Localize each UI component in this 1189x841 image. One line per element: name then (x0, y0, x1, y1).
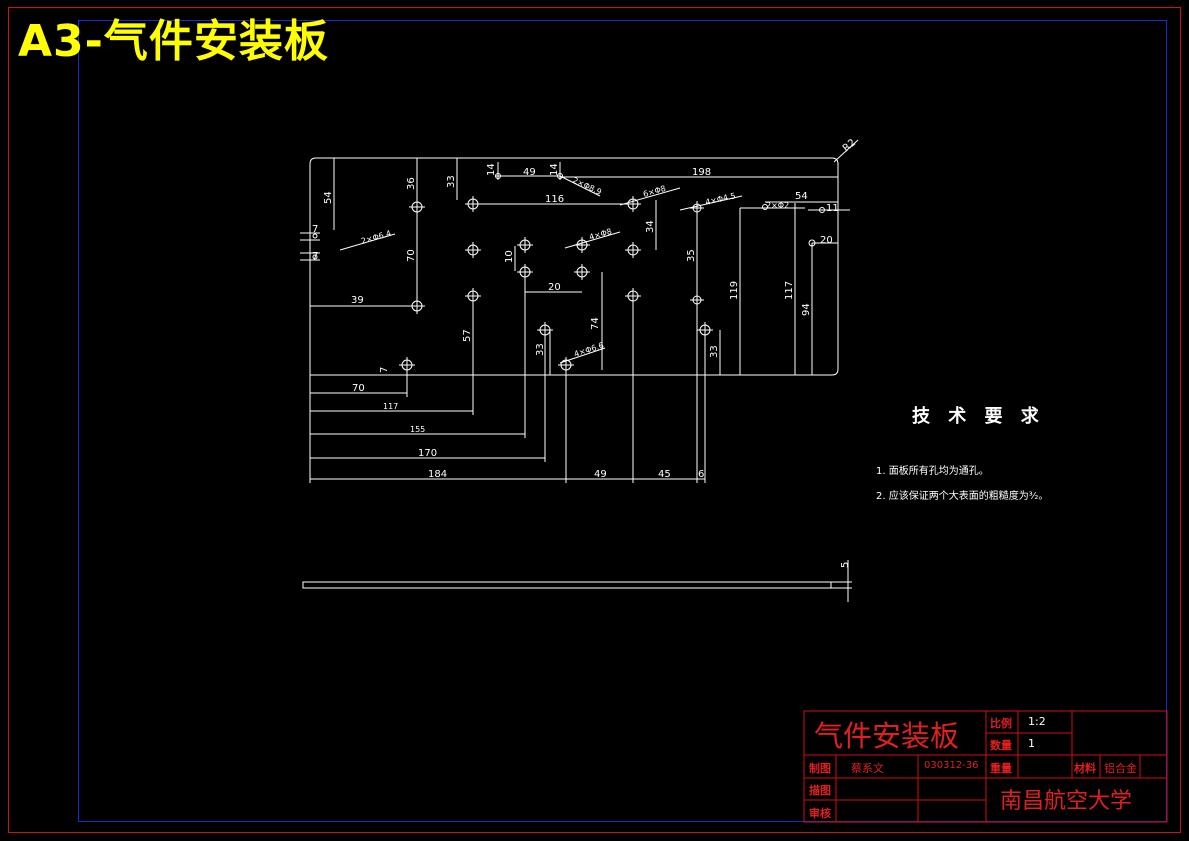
hole (465, 288, 481, 304)
hole (409, 298, 425, 314)
plate-outline (309, 157, 839, 376)
hole (557, 173, 563, 179)
dim-text: 6 (698, 469, 704, 480)
dim-text: 116 (545, 194, 564, 205)
dim-text: 155 (410, 425, 425, 434)
scale-value: 1:2 (1028, 715, 1046, 728)
dim-text: 54 (795, 191, 808, 202)
dim-text: 70 (406, 249, 417, 262)
sheet-title: A3-气件安装板 (18, 16, 329, 67)
hole (690, 201, 704, 215)
hole (537, 322, 553, 338)
dim-text: 117 (784, 281, 795, 300)
drawing-number: 030312-36 (924, 760, 979, 771)
checked-label: 审核 (809, 807, 831, 820)
dim-text: 70 (352, 383, 365, 394)
hole-callout: 4×Φ6.6 (573, 341, 605, 359)
drawn-by: 蔡系文 (851, 762, 884, 775)
material-label: 材料 (1074, 762, 1096, 775)
traced-label: 描图 (809, 784, 831, 797)
dim-text: 33 (535, 343, 546, 356)
dim-text: 184 (428, 469, 447, 480)
dim-text: 57 (462, 329, 473, 342)
dim-text: 34 (645, 220, 656, 233)
hole (517, 237, 533, 253)
dim-text: 33 (709, 345, 720, 358)
dim-text: 49 (523, 167, 536, 178)
dim-text: 74 (590, 317, 601, 330)
dim-text: 36 (406, 177, 417, 190)
qty-label: 数量 (990, 739, 1012, 752)
dim-text: 14 (486, 163, 497, 176)
hole (625, 242, 641, 258)
hole-callout: 2×Φ8.9 (571, 176, 603, 197)
dim-text: 170 (418, 448, 437, 459)
requirement-item: 2. 应该保证两个大表面的粗糙度为³⁄₂。 (876, 491, 1049, 502)
holes (312, 173, 825, 373)
side-view (302, 581, 832, 589)
hole (819, 207, 825, 213)
scale-label: 比例 (990, 717, 1012, 730)
hole (762, 204, 768, 210)
dim-text: 14 (549, 163, 560, 176)
hole (312, 254, 318, 260)
hole-callout: 6×Φ8 (642, 184, 667, 199)
requirements-heading: 技 术 要 求 (912, 406, 1045, 427)
dim-text: 7 (312, 224, 318, 235)
hole (465, 242, 481, 258)
hole-callout: 4×Φ4.5 (704, 191, 736, 207)
part-name: 气件安装板 (814, 719, 960, 753)
hole (409, 199, 425, 215)
dim-text: 33 (446, 175, 457, 188)
dim-text: 45 (658, 469, 671, 480)
hole (808, 239, 816, 247)
hole-callout: 4×Φ8 (588, 227, 613, 242)
dim-text: 11 (826, 203, 839, 214)
material-value: 铝合金 (1104, 762, 1137, 775)
hole (574, 237, 590, 253)
dim-text: 20 (820, 235, 833, 246)
dim-text: 49 (594, 469, 607, 480)
dim-text: 10 (504, 250, 515, 263)
dim-text: 119 (729, 281, 740, 300)
qty-value: 1 (1028, 737, 1035, 750)
dim-text: 7 (312, 251, 318, 262)
drawn-label: 制图 (809, 762, 831, 775)
hole-callout: 2×Φ2 (766, 201, 789, 210)
hole (574, 264, 590, 280)
hole (625, 196, 641, 212)
outer-border (8, 7, 1181, 833)
hole (312, 233, 318, 239)
dim-text: 117 (383, 402, 398, 411)
hole (495, 173, 501, 179)
hole (465, 196, 481, 212)
hole (697, 322, 713, 338)
dim-text: 39 (351, 295, 364, 306)
school-name: 南昌航空大学 (1000, 789, 1133, 814)
requirement-item: 1. 面板所有孔均为通孔。 (876, 466, 989, 477)
dim-text: 54 (323, 191, 334, 204)
dim-text: 198 (692, 167, 711, 178)
hole (399, 357, 415, 373)
dim-text: 20 (548, 282, 561, 293)
dim-text: 35 (686, 249, 697, 262)
title-block-grid (803, 710, 1168, 823)
weight-label: 重量 (990, 762, 1012, 775)
hole (625, 288, 641, 304)
dim-text: 5 (840, 562, 851, 568)
dim-text: 94 (801, 303, 812, 316)
hole (690, 293, 704, 307)
hole (558, 357, 574, 373)
hole (517, 264, 533, 280)
inner-border (78, 20, 1167, 822)
corner-radius-label: R2 (841, 137, 858, 154)
dim-text: 7 (379, 367, 390, 373)
hole-callout: 2×Φ6.4 (360, 229, 392, 246)
